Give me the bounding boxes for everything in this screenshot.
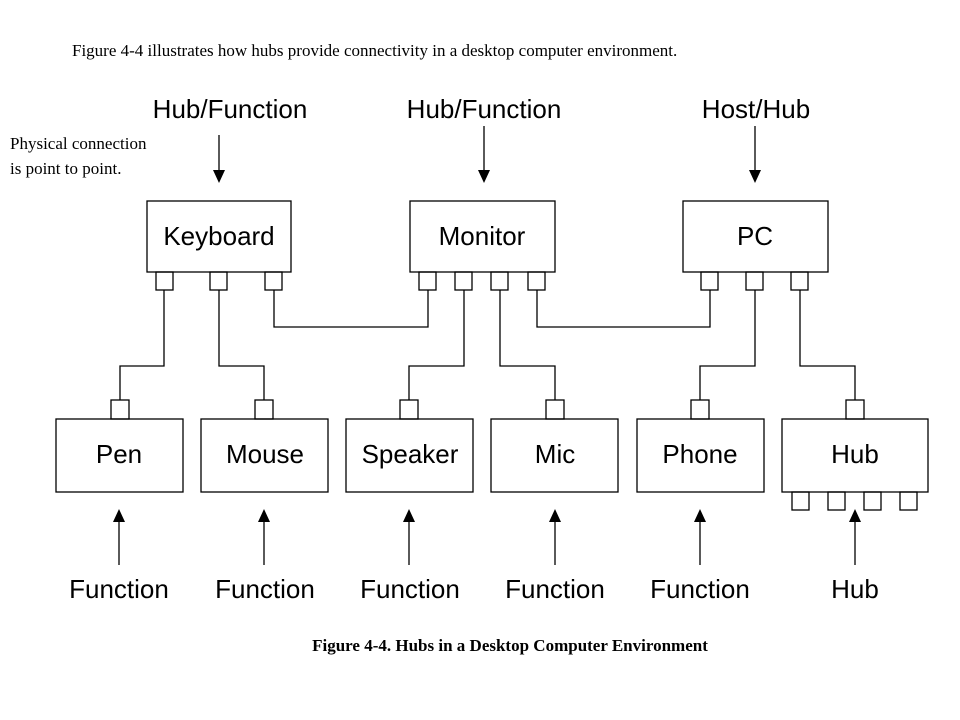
- pc-label: PC: [737, 221, 773, 251]
- monitor-port-3: [490, 271, 509, 291]
- hub-port-3: [863, 491, 882, 511]
- mouse-port: [254, 399, 274, 420]
- top-label-monitor: Hub/Function: [406, 94, 562, 124]
- mic-box: [490, 418, 619, 493]
- monitor-port-2: [454, 271, 473, 291]
- bottom-label-speaker: Function: [360, 574, 460, 604]
- bottom-label-hub: Hub: [831, 574, 879, 604]
- pc-port-3: [790, 271, 809, 291]
- bottom-label-phone: Function: [650, 574, 750, 604]
- hub-box: [781, 418, 929, 493]
- pc-port-1: [700, 271, 719, 291]
- pc-to-phone-link: [699, 290, 756, 400]
- keyboard-to-mouse-link: [218, 290, 265, 400]
- keyboard-port-3: [264, 271, 283, 291]
- arrow-head-mouse: [258, 509, 270, 522]
- mic-label: Mic: [535, 439, 575, 469]
- monitor-to-speaker-link: [408, 290, 465, 400]
- note-line-1: Physical connection: [10, 134, 147, 153]
- pen-box: [55, 418, 184, 493]
- arrow-head-pc: [749, 170, 761, 183]
- monitor-port-1: [418, 271, 437, 291]
- pen-label: Pen: [96, 439, 142, 469]
- speaker-box: [345, 418, 474, 493]
- arrow-head-mic: [549, 509, 561, 522]
- hub-upstream-port: [845, 399, 865, 420]
- monitor-to-pc-link: [536, 290, 711, 328]
- intro-text: Figure 4-4 illustrates how hubs provide …: [72, 41, 678, 60]
- phone-label: Phone: [662, 439, 737, 469]
- speaker-port: [399, 399, 419, 420]
- arrow-head-hub: [849, 509, 861, 522]
- mouse-box: [200, 418, 329, 493]
- arrow-head-phone: [694, 509, 706, 522]
- keyboard-port-1: [155, 271, 174, 291]
- physical-connection-note: Physical connection is point to point.: [10, 131, 146, 181]
- speaker-label: Speaker: [362, 439, 459, 469]
- monitor-port-4: [527, 271, 546, 291]
- top-label-pc: Host/Hub: [701, 94, 811, 124]
- monitor-box: [409, 200, 556, 273]
- hub-port-2: [827, 491, 846, 511]
- bottom-label-pen: Function: [69, 574, 169, 604]
- arrow-head-pen: [113, 509, 125, 522]
- bottom-label-mouse: Function: [215, 574, 315, 604]
- arrow-head-speaker: [403, 509, 415, 522]
- arrow-head-monitor: [478, 170, 490, 183]
- keyboard-to-monitor-link: [273, 290, 429, 328]
- pc-to-hub-link: [799, 290, 856, 400]
- phone-box: [636, 418, 765, 493]
- note-line-2: is point to point.: [10, 159, 122, 178]
- phone-port: [690, 399, 710, 420]
- monitor-to-mic-link: [499, 290, 556, 400]
- hub-port-1: [791, 491, 810, 511]
- keyboard-port-2: [209, 271, 228, 291]
- bottom-label-mic: Function: [505, 574, 605, 604]
- hub-label: Hub: [831, 439, 879, 469]
- hub-port-4: [899, 491, 918, 511]
- keyboard-to-pen-link: [119, 290, 165, 400]
- pc-port-2: [745, 271, 764, 291]
- monitor-label: Monitor: [439, 221, 526, 251]
- keyboard-label: Keyboard: [163, 221, 274, 251]
- top-label-keyboard: Hub/Function: [152, 94, 308, 124]
- pen-port: [110, 399, 130, 420]
- figure-caption: Figure 4-4. Hubs in a Desktop Computer E…: [312, 636, 708, 655]
- mic-port: [545, 399, 565, 420]
- arrow-head-keyboard: [213, 170, 225, 183]
- mouse-label: Mouse: [226, 439, 304, 469]
